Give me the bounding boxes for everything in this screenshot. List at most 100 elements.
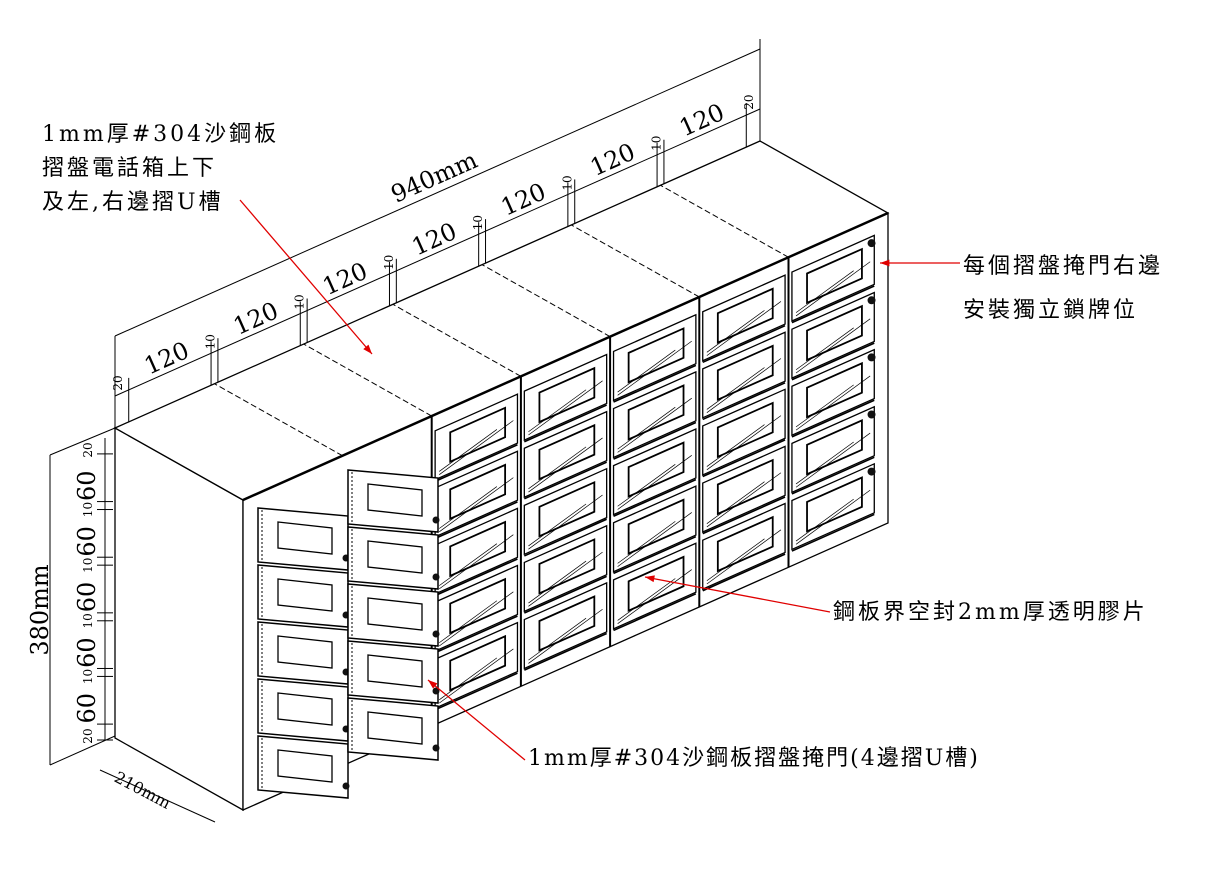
- door-window: [806, 419, 863, 476]
- window-reflection-line: [706, 367, 765, 410]
- door-window: [716, 401, 774, 459]
- window-reflection-line: [795, 432, 871, 488]
- open-door-window: [367, 540, 423, 574]
- window-reflection-line: [617, 578, 676, 621]
- extension-line: [49, 735, 116, 766]
- lock-position-icon: [432, 573, 440, 581]
- width-segment-label: 120: [408, 217, 461, 261]
- window-reflection-line: [617, 463, 676, 507]
- window-reflection-line: [439, 429, 498, 472]
- window-reflection-line: [706, 472, 782, 528]
- window-reflection-line: [528, 494, 603, 550]
- door-groove-line: [434, 615, 518, 654]
- leader-window-head: [645, 575, 655, 583]
- height-segment-label: 10: [81, 613, 95, 628]
- door-groove-line: [702, 439, 786, 478]
- height-segment-label: 10: [81, 558, 95, 573]
- door-window: [716, 344, 774, 402]
- open-door-window: [367, 483, 423, 517]
- window-reflection-line: [528, 608, 603, 664]
- window-reflection-line: [439, 657, 498, 701]
- lock-position-icon: [867, 296, 876, 305]
- height-segment-label: 20: [81, 442, 95, 457]
- window-reflection-line: [617, 340, 692, 396]
- note-door: 1mm厚#304沙鋼板摺盤掩門(4邊摺U槽): [528, 746, 980, 771]
- window-reflection-line: [617, 521, 676, 564]
- door-groove-line: [524, 632, 607, 671]
- height-segment-label: 60: [73, 526, 101, 557]
- leader-door-head: [428, 680, 438, 689]
- note-lock-line2: 安裝獨立鎖牌位: [963, 298, 1139, 323]
- door-groove-line: [702, 324, 786, 364]
- window-reflection-line: [706, 424, 765, 467]
- door-window: [538, 423, 596, 481]
- height-segment-label: 20: [81, 728, 95, 743]
- window-reflection-line: [439, 477, 514, 533]
- door-window: [449, 406, 507, 464]
- door-groove-line: [613, 364, 697, 403]
- door-groove-line: [702, 553, 786, 592]
- window-reflection-line: [617, 397, 692, 453]
- door-groove-line: [613, 478, 697, 517]
- window-reflection-line: [795, 441, 854, 485]
- width-segment-label: 10: [471, 215, 485, 230]
- door-window: [538, 480, 596, 538]
- door-window: [716, 287, 774, 344]
- open-door-window: [277, 578, 333, 612]
- door-groove-line: [524, 575, 607, 614]
- door-window: [627, 327, 685, 384]
- window-reflection-line: [439, 591, 514, 647]
- open-door-window: [367, 711, 423, 745]
- leader-window: [644, 576, 831, 613]
- open-door-window: [367, 654, 423, 688]
- top-divider-line: [481, 264, 611, 338]
- door-groove-line: [791, 285, 875, 324]
- note-top-panel-line3: 及左,右邊摺U槽: [42, 190, 224, 215]
- door-groove-line: [791, 342, 875, 381]
- door-groove-line: [613, 535, 697, 575]
- top-divider-line: [303, 343, 432, 417]
- window-reflection-line: [706, 538, 765, 582]
- leader-lock-head: [880, 259, 890, 267]
- door-groove-line: [791, 456, 875, 495]
- height-segment-label: 60: [73, 470, 101, 501]
- window-reflection-line: [528, 380, 603, 436]
- door-window: [449, 634, 507, 692]
- window-reflection-line: [795, 318, 871, 374]
- width-segment-label: 10: [203, 334, 217, 349]
- depth-dimension-line: [99, 769, 216, 823]
- depth-label: 210mm: [111, 767, 174, 812]
- window-reflection-line: [706, 415, 782, 471]
- door-groove-line: [434, 558, 518, 597]
- total-height-label: 380mm: [26, 564, 54, 656]
- height-segment-label: 10: [81, 669, 95, 684]
- window-reflection-line: [706, 301, 782, 356]
- note-window: 鋼板界空封2mm厚透明膠片: [833, 600, 1148, 625]
- window-reflection-line: [439, 600, 498, 644]
- width-segment-label: 20: [742, 94, 756, 109]
- leader-top-panel: [239, 199, 373, 355]
- door-groove-line: [613, 593, 697, 632]
- lock-position-icon: [867, 239, 876, 248]
- width-segment-label: 10: [382, 255, 396, 270]
- total-width-label: 940mm: [387, 146, 482, 209]
- open-door-window: [277, 521, 333, 555]
- top-divider-line: [571, 224, 700, 298]
- window-reflection-line: [795, 261, 871, 317]
- extension-line: [49, 427, 116, 456]
- window-reflection-line: [795, 270, 854, 313]
- leader-top-panel-head: [363, 344, 372, 354]
- width-segment-label: 120: [318, 257, 371, 301]
- door-groove-line: [702, 496, 786, 535]
- door-groove-line: [434, 501, 518, 540]
- note-top-panel-line2: 摺盤電話箱上下: [42, 156, 218, 181]
- window-reflection-line: [528, 617, 587, 661]
- window-reflection-line: [617, 512, 692, 567]
- window-reflection-line: [439, 420, 514, 475]
- window-reflection-line: [795, 327, 854, 371]
- door-window: [806, 476, 863, 533]
- window-reflection-line: [706, 481, 765, 524]
- window-reflection-line: [706, 358, 782, 413]
- note-lock: 每個摺盤掩門右邊 安裝獨立鎖牌位: [963, 245, 1163, 333]
- lock-position-icon: [432, 687, 440, 695]
